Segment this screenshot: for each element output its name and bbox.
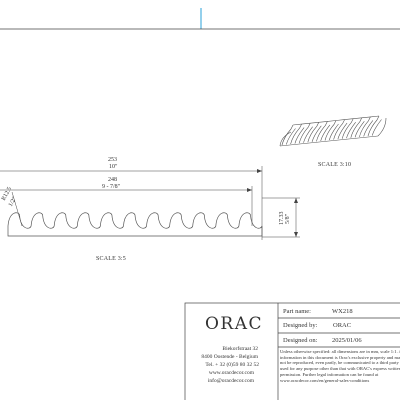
legal-disclaimer: Unless otherwise specified: all dimensio… <box>280 349 400 383</box>
scale-label-main: SCALE 3:5 <box>96 256 126 262</box>
iso-rib <box>281 124 294 146</box>
title-block-frame <box>184 302 400 400</box>
dim-height-in: 5/8" <box>285 213 291 224</box>
designed-on-label: Designed on: <box>283 337 318 344</box>
iso-rib <box>350 117 363 138</box>
iso-rib <box>359 116 371 137</box>
iso-ribs <box>281 115 382 146</box>
part-number-label: Part name: <box>283 308 311 315</box>
dim-inner-in: 9 - 7/8" <box>102 184 121 190</box>
wave-profile <box>7 212 263 237</box>
iso-rib-shade <box>286 128 296 145</box>
isometric-profile-view <box>279 115 387 147</box>
dimension-lines <box>0 166 300 240</box>
iso-rib <box>290 123 302 145</box>
company-logo: ORAC <box>205 314 264 334</box>
scale-label-iso: SCALE 3:10 <box>318 162 352 168</box>
iso-rib-shade <box>303 126 313 143</box>
dim-overall-in: 10" <box>109 164 118 170</box>
email: info@oracdecor.com <box>207 378 254 384</box>
phone-number: Tel. + 32 (0)59 80 32 52 <box>205 362 259 368</box>
iso-rib-shade <box>311 125 322 142</box>
designed-by-label: Designed by: <box>283 322 318 329</box>
iso-rib <box>367 115 380 137</box>
iso-bottom-edge <box>279 135 379 147</box>
iso-rib <box>333 119 345 140</box>
website: www.oracdecor.com <box>208 370 254 376</box>
iso-rib-shade <box>294 127 305 144</box>
iso-rib-shade <box>354 121 365 138</box>
designed-by-value: ORAC <box>333 322 352 329</box>
iso-rib-shade <box>329 123 339 141</box>
dim-inner-mm: 248 <box>108 177 117 183</box>
address-street: Biekorfstraat 32 <box>222 346 258 352</box>
dim-overall-mm: 253 <box>108 157 117 163</box>
iso-rib <box>316 121 328 142</box>
iso-rib <box>341 118 354 139</box>
iso-rib-shade <box>363 120 374 137</box>
iso-rib <box>298 123 311 144</box>
iso-rib <box>324 120 337 141</box>
part-number-value: WX218 <box>332 308 353 315</box>
iso-right-edge <box>377 117 387 137</box>
address-city: 8400 Oostende - Belgium <box>201 354 258 360</box>
iso-left-edge <box>279 131 292 147</box>
iso-rib-shade <box>337 122 348 140</box>
iso-rib-shade <box>346 122 356 139</box>
iso-rib <box>307 122 320 143</box>
iso-rib-shade <box>320 124 331 141</box>
designed-on-value: 2025/01/06 <box>332 337 362 344</box>
iso-rib-shade <box>372 119 382 136</box>
